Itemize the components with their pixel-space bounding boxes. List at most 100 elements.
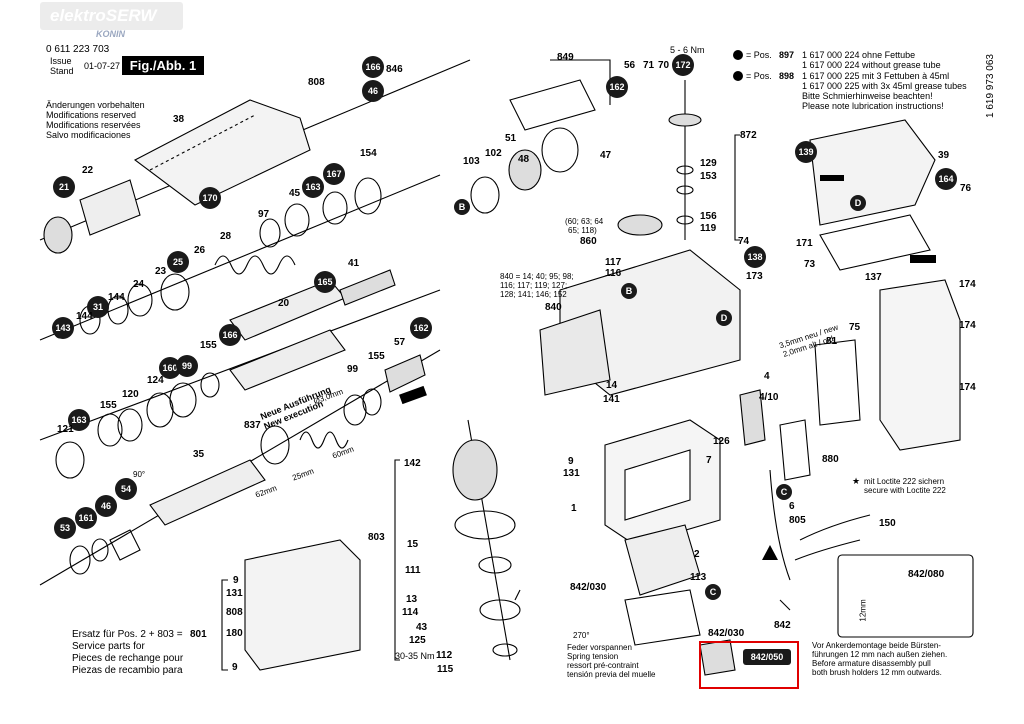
grease-line1-prefix: = Pos.: [746, 50, 772, 60]
badge-163: 163: [68, 409, 90, 431]
modification-note-fr: Modifications reservées: [46, 120, 141, 130]
part-label: 2: [694, 549, 700, 560]
watermark-city: KONIN: [96, 29, 125, 39]
part-label: 28: [220, 231, 232, 242]
stand-label: Stand: [50, 66, 74, 76]
part-label: 15: [407, 539, 419, 550]
part-label: 837: [244, 420, 261, 431]
part-label: 113: [690, 572, 707, 583]
part-label: 48: [518, 154, 530, 165]
part-label: 173: [746, 271, 763, 282]
loctite-star-icon: ★: [852, 476, 861, 486]
part-label: 97: [258, 209, 270, 220]
part-label: 131: [226, 588, 243, 599]
part-label: 103: [463, 156, 480, 167]
part-label: 39: [938, 150, 950, 161]
badge-c: C: [705, 584, 721, 600]
part-label: 174: [959, 279, 976, 290]
loctite-note-de: mit Loctite 222 sichern: [864, 477, 945, 486]
part-label: 842/080: [908, 569, 945, 580]
part-label: 120: [122, 389, 139, 400]
badge-b: B: [621, 283, 637, 299]
part-label: 880: [822, 454, 839, 465]
grease-bullet-icon: [733, 50, 743, 60]
part-label-842-050: 842/050: [743, 649, 791, 665]
part-label: 75: [849, 322, 861, 333]
part-label: 115: [437, 664, 454, 675]
group-840-line2: 116; 117; 119; 127;: [500, 281, 568, 290]
brush-note-en-1: Before armature disassembly pull: [812, 659, 931, 668]
part-label: 112: [436, 650, 453, 661]
part-label: 111: [405, 565, 421, 576]
issue-label: Issue: [50, 56, 72, 66]
part-label: 4/10: [759, 392, 779, 403]
part-label: 23: [155, 266, 167, 277]
doc-number: 0 611 223 703: [46, 44, 110, 55]
badge-138: 138: [744, 246, 766, 268]
part-label: 24: [133, 279, 145, 290]
watermark-background: [40, 2, 183, 30]
badge-54: 54: [115, 478, 137, 500]
part-label: 125: [409, 635, 426, 646]
badge-161: 161: [75, 507, 97, 529]
badge-d: D: [716, 310, 732, 326]
badge-162: 162: [410, 317, 432, 339]
grease-part-225-de: 1 617 000 225 mit 3 Fettuben à 45ml: [802, 71, 950, 81]
service-parts-code: 801: [190, 629, 207, 640]
badge-165: 165: [314, 271, 336, 293]
badge-143: 143: [52, 317, 74, 339]
part-label: 26: [194, 245, 206, 256]
part-label: 70: [658, 60, 670, 71]
vertical-doc-code: 1 619 973 063: [985, 54, 996, 118]
torque-top: 5 - 6 Nm: [670, 45, 705, 55]
part-label: 124: [147, 375, 164, 386]
group-840-line1: 840 = 14; 40; 95; 98;: [500, 272, 574, 281]
part-label: 45: [289, 188, 301, 199]
grease-part-224-de: 1 617 000 224 ohne Fettube: [802, 50, 916, 60]
part-label: 6: [789, 501, 795, 512]
lubrication-note-de: Bitte Schmierhinweise beachten!: [802, 91, 933, 101]
badge-c: C: [776, 484, 792, 500]
badge-166: 166: [362, 56, 384, 78]
part-label: 840: [545, 302, 562, 313]
part-label: 9: [233, 575, 239, 586]
brush-note-de-1: Vor Ankerdemontage beide Bürsten-: [812, 641, 941, 650]
part-label: 174: [959, 320, 976, 331]
spring-tension-es: tensión previa del muelle: [567, 670, 656, 679]
modification-note-es: Salvo modificaciones: [46, 130, 131, 140]
spring-tension-fr: ressort pré-contraint: [567, 661, 639, 670]
part-label: 155: [200, 340, 217, 351]
part-label: 51: [505, 133, 517, 144]
part-label: 842/030: [708, 628, 745, 639]
part-label: 74: [738, 236, 750, 247]
part-label: 41: [348, 258, 360, 269]
part-label: 872: [740, 130, 757, 141]
badge-166: 166: [219, 324, 241, 346]
badge-b: B: [454, 199, 470, 215]
grease-part-225-en: 1 617 000 225 with 3x 45ml grease tubes: [802, 81, 967, 91]
part-label: 150: [879, 518, 896, 529]
badge-21: 21: [53, 176, 75, 198]
badge-31: 31: [87, 296, 109, 318]
part-label: 119: [700, 223, 717, 234]
grease-line2-prefix: = Pos.: [746, 71, 772, 81]
part-label: 56: [624, 60, 636, 71]
part-label: 846: [386, 64, 403, 75]
part-label: 73: [804, 259, 816, 270]
part-label: 126: [713, 436, 730, 447]
badge-167: 167: [323, 163, 345, 185]
grease-pos-898: 898: [779, 71, 795, 81]
brush-note-de-2: führungen 12 mm nach außen ziehen.: [812, 650, 948, 659]
service-parts-en: Service parts for: [72, 641, 145, 652]
badge-162: 162: [606, 76, 628, 98]
part-label: 155: [100, 400, 117, 411]
part-label: 114: [402, 607, 419, 618]
lubrication-note-en: Please note lubrication instructions!: [802, 101, 944, 111]
badge-164: 164: [935, 168, 957, 190]
grease-bullet-icon: [733, 71, 743, 81]
part-label: 153: [700, 171, 717, 182]
badge-139: 139: [795, 141, 817, 163]
part-label: 144: [76, 311, 93, 322]
part-label: 860: [580, 236, 597, 247]
part-label: 43: [416, 622, 428, 633]
